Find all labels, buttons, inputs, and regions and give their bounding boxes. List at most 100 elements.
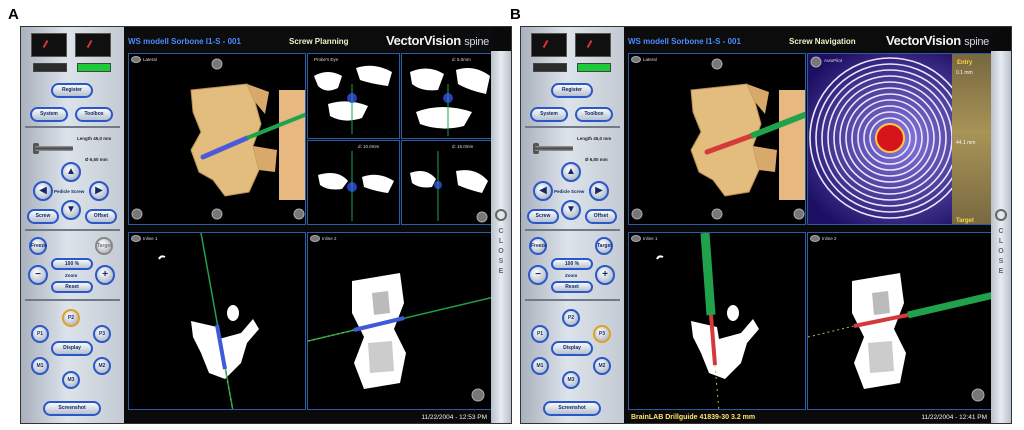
entry-distance: 0.1 mm (956, 70, 973, 76)
register-button[interactable]: Register (51, 83, 93, 98)
zoom-value: 100 % (551, 258, 593, 270)
mode-m3-button[interactable]: M3 (562, 371, 580, 389)
mode-m2-button[interactable]: M2 (593, 357, 611, 375)
offset-button[interactable]: Offset (585, 209, 617, 224)
target-button[interactable]: Target (95, 237, 113, 255)
mode-title: Screw Navigation (789, 37, 856, 46)
preset-p2-button[interactable]: P2 (562, 309, 580, 327)
arrow-down-button[interactable]: ▼ (561, 200, 581, 220)
preset-p3-button[interactable]: P3 (593, 325, 611, 343)
screw-button[interactable]: Screw (527, 209, 559, 224)
screenshot-button[interactable]: Screenshot (543, 401, 601, 416)
lateral-view-label: Lateral (643, 57, 657, 62)
inline-1-label: Inline 1 (643, 236, 658, 241)
toolbox-button[interactable]: Toolbox (75, 107, 113, 122)
lateral-view[interactable]: Lateral (128, 53, 306, 225)
inline-1-label: Inline 1 (143, 236, 158, 241)
mode-m1-button[interactable]: M1 (531, 357, 549, 375)
arrow-left-button[interactable]: ◀ (33, 181, 53, 201)
tracking-led-off (33, 63, 67, 72)
camera-monitor-left (31, 33, 67, 57)
preset-p3-button[interactable]: P3 (93, 325, 111, 343)
depth-distance: 44.1 mm (956, 140, 976, 146)
lateral-view[interactable]: Lateral (628, 53, 806, 225)
lateral-view-label: Lateral (143, 57, 157, 62)
power-icon[interactable] (995, 209, 1007, 221)
tracking-led-off (533, 63, 567, 72)
screw-icon (535, 146, 573, 151)
arrow-right-button[interactable]: ▶ (589, 181, 609, 201)
patient-title: WS modell Sorbone I1-S - 001 (128, 37, 241, 46)
control-column: Register System Toolbox Length 45,0 mm Ø… (21, 27, 124, 423)
display-button[interactable]: Display (551, 341, 593, 356)
freeze-button[interactable]: Freeze (529, 237, 547, 255)
zoom-in-button[interactable]: + (95, 265, 115, 285)
screenshot-button[interactable]: Screenshot (43, 401, 101, 416)
probe-eye-view-1[interactable]: Probe's Eye (307, 53, 400, 139)
zoom-value: 100 % (51, 258, 93, 270)
toolbox-button[interactable]: Toolbox (575, 107, 613, 122)
probe-eye-view-2[interactable]: d: 5.0mm (401, 53, 493, 139)
arrow-right-button[interactable]: ▶ (89, 181, 109, 201)
title-bar: WS modell Sorbone I1-S - 001 Screw Plann… (124, 27, 493, 51)
preset-p1-button[interactable]: P1 (531, 325, 549, 343)
autopilot-view[interactable]: AutoPilot Entry 0.1 mm 44.1 mm Target (807, 53, 993, 225)
arrow-up-button[interactable]: ▲ (561, 162, 581, 182)
mode-m2-button[interactable]: M2 (93, 357, 111, 375)
timestamp: 11/22/2004 - 12:41 PM (921, 414, 987, 421)
depth-label-3: d: 10.0mm (358, 144, 380, 149)
power-icon[interactable] (495, 209, 507, 221)
display-button[interactable]: Display (51, 341, 93, 356)
arrow-up-button[interactable]: ▲ (61, 162, 81, 182)
inline-2-view[interactable]: Inline 2 (307, 232, 493, 410)
mode-m3-button[interactable]: M3 (62, 371, 80, 389)
autopilot-label: AutoPilot (824, 58, 843, 63)
offset-button[interactable]: Offset (85, 209, 117, 224)
zoom-in-button[interactable]: + (595, 265, 615, 285)
title-bar: WS modell Sorbone I1-S - 001 Screw Navig… (624, 27, 993, 51)
arrow-down-button[interactable]: ▼ (61, 200, 81, 220)
zoom-out-button[interactable]: − (28, 265, 48, 285)
screw-button[interactable]: Screw (27, 209, 59, 224)
tracking-led-on (577, 63, 611, 72)
probe-eye-view-4[interactable]: d: 15.0mm (401, 140, 493, 225)
system-button[interactable]: System (530, 107, 568, 122)
screw-diameter: Ø 6,50 mm (85, 157, 108, 162)
panel-letter-a: A (8, 6, 19, 23)
probe-eye-view-3[interactable]: d: 10.0mm (307, 140, 400, 225)
preset-p1-button[interactable]: P1 (31, 325, 49, 343)
inline-2-label: Inline 2 (822, 236, 837, 241)
brand-logo: VectorVision spine (385, 33, 489, 48)
screw-icon (35, 146, 73, 151)
depth-label-4: d: 15.0mm (452, 144, 474, 149)
register-button[interactable]: Register (551, 83, 593, 98)
arrow-left-button[interactable]: ◀ (533, 181, 553, 201)
zoom-label: Zoom (565, 273, 578, 278)
pedicle-screw-label: Pedicle Screw (554, 189, 585, 194)
mode-m1-button[interactable]: M1 (31, 357, 49, 375)
mode-title: Screw Planning (289, 37, 349, 46)
inline-2-view[interactable]: Inline 2 (807, 232, 993, 410)
entry-label: Entry (957, 60, 973, 66)
pedicle-screw-label: Pedicle Screw (54, 189, 85, 194)
freeze-button[interactable]: Freeze (29, 237, 47, 255)
zoom-out-button[interactable]: − (528, 265, 548, 285)
inline-1-view[interactable]: Inline 1 (128, 232, 306, 410)
reset-button[interactable]: Reset (551, 281, 593, 293)
timestamp: 11/22/2004 - 12:53 PM (421, 414, 487, 421)
tracking-led-on (77, 63, 111, 72)
screen-screw-navigation: Register System Toolbox Length 45,0 mm Ø… (520, 26, 1012, 424)
control-column: Register System Toolbox Length 45,0 mm Ø… (521, 27, 624, 423)
screen-screw-planning: Register System Toolbox Length 45,0 mm Ø… (20, 26, 512, 424)
probe-eye-label: Probe's Eye (314, 57, 339, 62)
reset-button[interactable]: Reset (51, 281, 93, 293)
system-button[interactable]: System (30, 107, 68, 122)
inline-1-view[interactable]: Inline 1 (628, 232, 806, 410)
inline-2-label: Inline 2 (322, 236, 337, 241)
preset-p2-button[interactable]: P2 (62, 309, 80, 327)
target-button[interactable]: Target (595, 237, 613, 255)
